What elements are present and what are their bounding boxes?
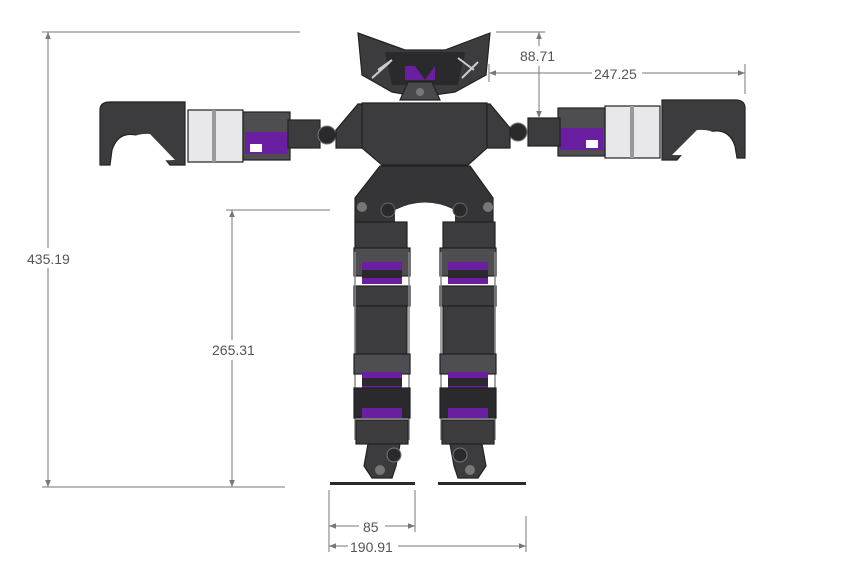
dimension-overall-height: 435.19 xyxy=(26,31,300,488)
robot-head xyxy=(357,32,491,101)
robot xyxy=(99,32,746,485)
dimension-stance-width: 190.91 xyxy=(329,516,527,555)
dimension-arm-span: 247.25 xyxy=(488,64,746,94)
robot-left-leg xyxy=(330,221,415,485)
head-offset-label: 88.71 xyxy=(520,48,555,64)
arm-span-label: 247.25 xyxy=(594,66,637,82)
stance-width-label: 190.91 xyxy=(350,539,393,555)
dimension-head-offset: 88.71 xyxy=(496,31,562,118)
robot-left-arm xyxy=(99,101,363,166)
foot-width-label: 85 xyxy=(363,519,379,535)
leg-height-label: 265.31 xyxy=(212,342,255,358)
overall-height-label: 435.19 xyxy=(27,251,70,267)
dimension-foot-width: 85 xyxy=(328,490,416,552)
robot-right-arm xyxy=(486,99,746,161)
dimension-leg-height: 265.31 xyxy=(210,209,330,487)
robot-right-leg xyxy=(438,221,526,485)
robot-torso xyxy=(354,102,494,224)
